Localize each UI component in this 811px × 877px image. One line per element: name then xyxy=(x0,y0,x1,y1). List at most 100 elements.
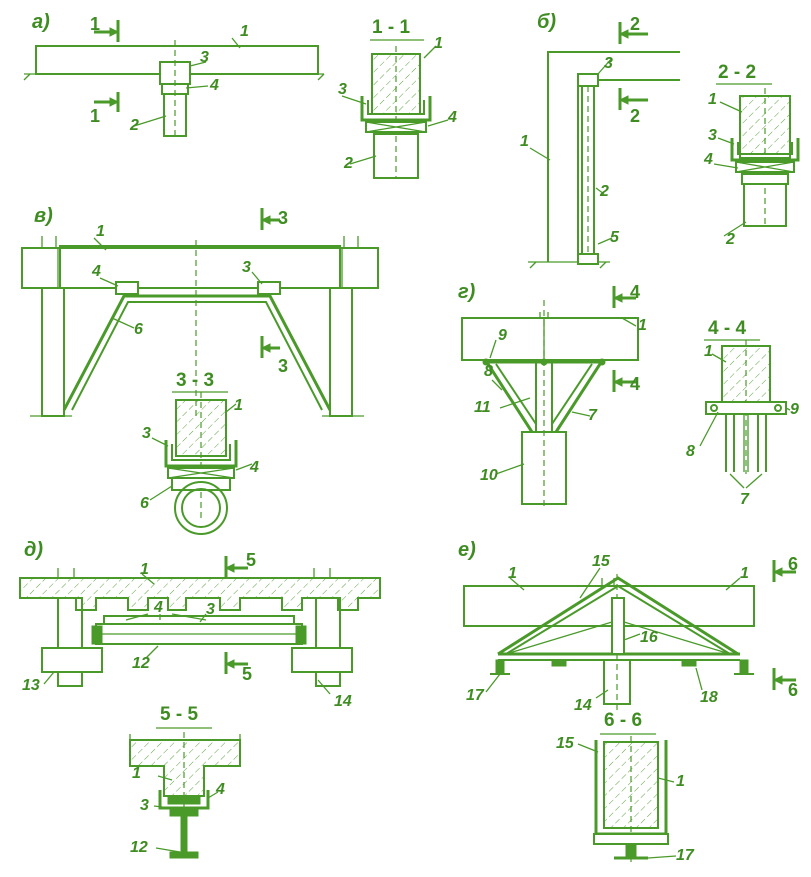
panel-e-label-pad: 18 xyxy=(700,689,718,706)
panel-v-beam xyxy=(59,245,341,289)
panel-e-label-beam-r: 1 xyxy=(740,565,749,582)
panel-v-column-left xyxy=(41,287,65,417)
s33-label-cap: 3 xyxy=(142,425,151,442)
s44-label-brace: 7 xyxy=(740,491,750,508)
section-5-5-title: 5 - 5 xyxy=(160,704,198,725)
panel-d-slab xyxy=(19,577,381,611)
panel-g-label-brace: 7 xyxy=(588,407,598,424)
panel-d-support-left xyxy=(41,647,103,673)
panel-g-label-column: 10 xyxy=(480,467,498,484)
panel-b: б) 2 2 3 1 2 5 xyxy=(520,11,680,269)
panel-d-label-wedges: 4 xyxy=(153,599,163,616)
panel-g-cut-top: 4 xyxy=(630,282,640,302)
panel-v-label-cap: 3 xyxy=(242,259,251,276)
s66-label-beam: 1 xyxy=(676,773,685,790)
section-4-4: 4 - 4 1 9 8 7 xyxy=(686,318,799,508)
s66-label-bolt: 17 xyxy=(676,847,695,864)
section-4-4-title: 4 - 4 xyxy=(708,318,746,339)
s11-label-post: 2 xyxy=(343,155,353,172)
s44-label-brace-b: 8 xyxy=(686,443,695,460)
panel-v-strut xyxy=(62,294,332,411)
panel-b-label-cap: 3 xyxy=(604,55,613,72)
s22-label-cap: 3 xyxy=(708,127,717,144)
panel-v-cut-bottom: 3 xyxy=(278,356,288,376)
panel-a-label-cap: 3 xyxy=(200,49,209,66)
s22-label-beam: 1 xyxy=(708,91,717,108)
s11-label-cap: 3 xyxy=(338,81,347,98)
panel-g-label-bar: 9 xyxy=(498,327,507,344)
panel-g-label-beam: 1 xyxy=(638,317,647,334)
panel-b-label-beam: 1 xyxy=(520,133,529,150)
panel-g-label-head: 11 xyxy=(474,399,491,416)
s33-label-beam: 1 xyxy=(234,397,243,414)
panel-d-cut-top: 5 xyxy=(246,550,256,570)
s55-label-slab: 1 xyxy=(132,765,141,782)
panel-e-beam xyxy=(463,585,755,627)
panel-e: е) 6 6 1 1 15 16 17 xyxy=(458,539,798,714)
panel-e-cut-top: 6 xyxy=(788,554,798,574)
s55-label-girder: 12 xyxy=(130,839,148,856)
panel-d-label-slab: 1 xyxy=(140,561,149,578)
panel-e-label-truss: 15 xyxy=(592,553,611,570)
section-3-3-pipe xyxy=(174,481,228,535)
panel-v-column-right xyxy=(329,287,353,417)
s44-label-beam: 1 xyxy=(704,343,713,360)
panel-e-label-column: 14 xyxy=(574,697,592,714)
panel-d: д) 5 5 1 4 3 12 13 14 xyxy=(19,539,381,710)
panel-v: в) 3 3 1 4 3 6 xyxy=(21,205,379,420)
panel-a-cut-top: 1 xyxy=(90,14,100,34)
panel-v-letter: в) xyxy=(34,205,53,227)
section-2-2-title: 2 - 2 xyxy=(718,62,756,83)
panel-e-cut-bottom: 6 xyxy=(788,680,798,700)
panel-g-cut-bottom: 4 xyxy=(630,374,640,394)
panel-b-label-base: 5 xyxy=(610,229,620,246)
panel-e-hanger xyxy=(611,597,625,655)
panel-b-base xyxy=(577,253,599,265)
section-3-3: 3 - 3 1 3 4 6 xyxy=(140,370,259,535)
s44-label-bar: 9 xyxy=(790,401,799,418)
panel-g-brace-right xyxy=(554,363,602,433)
s55-label-wedges: 4 xyxy=(215,781,225,798)
panel-a-letter: а) xyxy=(32,11,50,33)
panel-d-label-girder: 12 xyxy=(132,655,150,672)
panel-e-label-beam-l: 1 xyxy=(508,565,517,582)
s22-label-wedge: 4 xyxy=(703,151,713,168)
section-5-5: 5 - 5 1 4 3 12 xyxy=(129,704,241,862)
panel-v-cut-top: 3 xyxy=(278,208,288,228)
panel-d-letter: д) xyxy=(24,539,43,561)
section-1-1-beam xyxy=(371,53,421,115)
section-1-1-title: 1 - 1 xyxy=(372,17,410,38)
panel-g: г) 4 4 1 9 8 11 7 10 xyxy=(458,281,647,508)
s66-label-truss: 15 xyxy=(556,735,575,752)
panel-d-label-cap: 3 xyxy=(206,601,215,618)
panel-b-cut-top: 2 xyxy=(630,14,640,34)
panel-b-wall xyxy=(547,51,680,262)
panel-b-letter: б) xyxy=(537,11,556,33)
panel-e-pad xyxy=(681,659,697,667)
panel-b-label-post: 2 xyxy=(599,183,609,200)
section-6-6-title: 6 - 6 xyxy=(604,710,642,731)
panel-e-label-bolt: 17 xyxy=(466,687,485,704)
s55-label-cap: 3 xyxy=(140,797,149,814)
panel-g-beam xyxy=(461,317,639,361)
section-5-5-slab xyxy=(129,739,241,797)
section-2-2: 2 - 2 1 3 4 2 xyxy=(703,62,800,248)
panel-a-label-beam: 1 xyxy=(240,23,249,40)
panel-d-label-support-right: 14 xyxy=(334,693,352,710)
section-2-2-post xyxy=(743,183,787,227)
panel-v-cap-right xyxy=(257,281,281,295)
section-3-3-title: 3 - 3 xyxy=(176,370,214,391)
panel-v-cap-left xyxy=(115,281,139,295)
panel-a-label-wedge: 4 xyxy=(209,77,219,94)
panel-g-letter: г) xyxy=(458,281,476,303)
s33-label-wedge: 4 xyxy=(249,459,259,476)
panel-g-brace-left xyxy=(486,363,534,433)
s33-label-strut: 6 xyxy=(140,495,149,512)
s11-label-wedge: 4 xyxy=(447,109,457,126)
panel-b-cap xyxy=(577,73,599,87)
panel-d-label-support-left: 13 xyxy=(22,677,40,694)
section-6-6: 6 - 6 15 1 17 xyxy=(556,710,695,866)
panel-a: а) 1 1 1 3 4 2 xyxy=(23,11,325,140)
panel-a-label-post: 2 xyxy=(129,117,139,134)
